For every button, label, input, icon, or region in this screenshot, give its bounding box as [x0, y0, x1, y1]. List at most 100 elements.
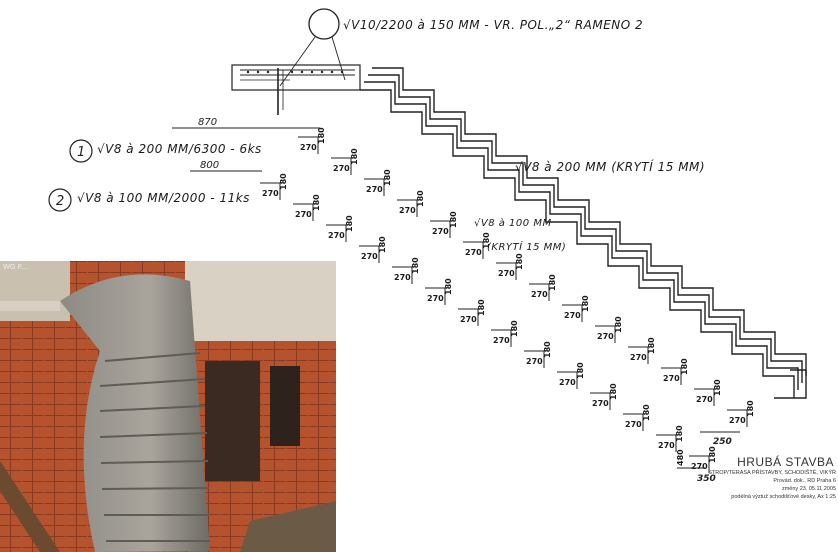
- step-rise-label: 180: [444, 278, 453, 295]
- top-callout-note: √V10/2200 à 150 MM - VR. POL.„2“ RAMENO …: [343, 18, 644, 32]
- step-run-label: 270: [432, 227, 449, 236]
- step-run-label: 270: [465, 248, 482, 257]
- step-rise-label: 180: [647, 337, 656, 354]
- step-line: [298, 136, 319, 154]
- step-run-label: 270: [399, 206, 416, 215]
- step-line: [656, 434, 677, 452]
- step-run-label: 270: [531, 290, 548, 299]
- step-line: [694, 388, 715, 406]
- step-run-label: 270: [691, 462, 708, 471]
- title-block-line2: Provád. dok., RD Praha 6: [773, 478, 836, 484]
- step-line: [595, 325, 616, 343]
- end-250: 250: [713, 437, 732, 447]
- step-run-label: 270: [526, 357, 543, 366]
- step-run-label: 270: [592, 399, 609, 408]
- step-run-label: 270: [460, 315, 477, 324]
- step-rise-label: 180: [746, 400, 755, 417]
- step-run-label: 270: [295, 210, 312, 219]
- step-line: [293, 203, 314, 221]
- step-line: [392, 266, 413, 284]
- step-rise-label: 180: [477, 299, 486, 316]
- step-line: [430, 220, 451, 238]
- step-line: [463, 241, 484, 259]
- detail-leader: [279, 36, 316, 87]
- marker-1-circle: [69, 139, 93, 163]
- photo-watermark: WG P...: [3, 263, 28, 271]
- step-rise-label: 180: [312, 194, 321, 211]
- step-rise-label: 180: [416, 190, 425, 207]
- step-rise-label: 180: [350, 148, 359, 165]
- bar2-spec-note: √V8 à 100 MM/2000 - 11ks: [77, 191, 250, 205]
- step-line: [326, 224, 347, 242]
- step-rise-label: 180: [449, 211, 458, 228]
- step-line: [557, 371, 578, 389]
- step-rise-label: 180: [510, 320, 519, 337]
- step-run-label: 270: [427, 294, 444, 303]
- step-rise-label: 180: [482, 232, 491, 249]
- step-line: [496, 262, 517, 280]
- step-rise-label: 180: [279, 173, 288, 190]
- mid-spec-note: √V8 à 200 MM (KRYTÍ 15 MM): [515, 160, 706, 174]
- step-run-label: 270: [366, 185, 383, 194]
- slab-end: [774, 369, 807, 399]
- step-line: [524, 350, 545, 368]
- inner-spec-b: (KRYTÍ 15 MM): [487, 242, 567, 253]
- slab-line: [360, 89, 795, 398]
- step-line: [562, 304, 583, 322]
- step-rise-label: 180: [543, 341, 552, 358]
- step-line: [359, 245, 380, 263]
- marker-2-text: 2: [56, 194, 64, 209]
- slab-line: [364, 81, 799, 390]
- step-rise-label: 180: [515, 253, 524, 270]
- step-rise-label: 180: [317, 127, 326, 144]
- step-run-label: 270: [328, 231, 345, 240]
- step-line: [623, 413, 644, 431]
- step-run-label: 270: [597, 332, 614, 341]
- upper-step-dimensions: 2701802701802701802701802701802701802701…: [298, 127, 755, 427]
- construction-photo: WG P...: [0, 261, 336, 552]
- detail-circle: [308, 8, 340, 40]
- step-rise-label: 180: [609, 383, 618, 400]
- step-line: [331, 157, 352, 175]
- top-landing: [231, 64, 361, 115]
- step-line: [689, 455, 710, 473]
- marker-1-text: 1: [77, 145, 85, 160]
- step-line: [364, 178, 385, 196]
- step-rise-label: 180: [581, 295, 590, 312]
- step-rise-label: 180: [642, 404, 651, 421]
- step-rise-label: 180: [713, 379, 722, 396]
- step-line: [397, 199, 418, 217]
- step-run-label: 270: [625, 420, 642, 429]
- step-line: [590, 392, 611, 410]
- title-block-line4: podélná výztuž schodišťové desky, Ax 1:2…: [731, 494, 836, 500]
- length-upper: 870: [198, 117, 217, 128]
- end-480: 480: [676, 449, 685, 466]
- step-run-label: 270: [630, 353, 647, 362]
- step-line: [425, 287, 446, 305]
- step-rise-label: 180: [411, 257, 420, 274]
- title-block-title: HRUBÁ STAVBA: [737, 455, 834, 469]
- title-block-line1: STROP/TERASA PŘÍSTAVBY, SCHODIŠTĚ, VIKÝŘ: [708, 470, 836, 476]
- step-run-label: 270: [729, 416, 746, 425]
- step-line: [260, 182, 281, 200]
- step-run-label: 270: [696, 395, 713, 404]
- length-lower: 800: [200, 160, 219, 171]
- lower-step-dimensions: 2701802701802701802701802701802701802701…: [260, 173, 717, 473]
- step-rise-label: 180: [675, 425, 684, 442]
- inner-spec-a: √V8 à 100 MM: [474, 218, 552, 229]
- step-rise-label: 180: [614, 316, 623, 333]
- step-line: [628, 346, 649, 364]
- step-rise-label: 180: [680, 358, 689, 375]
- step-run-label: 270: [663, 374, 680, 383]
- step-run-label: 270: [493, 336, 510, 345]
- detail-leader: [331, 36, 346, 81]
- step-line: [529, 283, 550, 301]
- step-rise-label: 180: [548, 274, 557, 291]
- step-line: [491, 329, 512, 347]
- step-rise-label: 180: [345, 215, 354, 232]
- step-line: [661, 367, 682, 385]
- end-350: 350: [697, 474, 716, 484]
- step-run-label: 270: [361, 252, 378, 261]
- step-run-label: 270: [333, 164, 350, 173]
